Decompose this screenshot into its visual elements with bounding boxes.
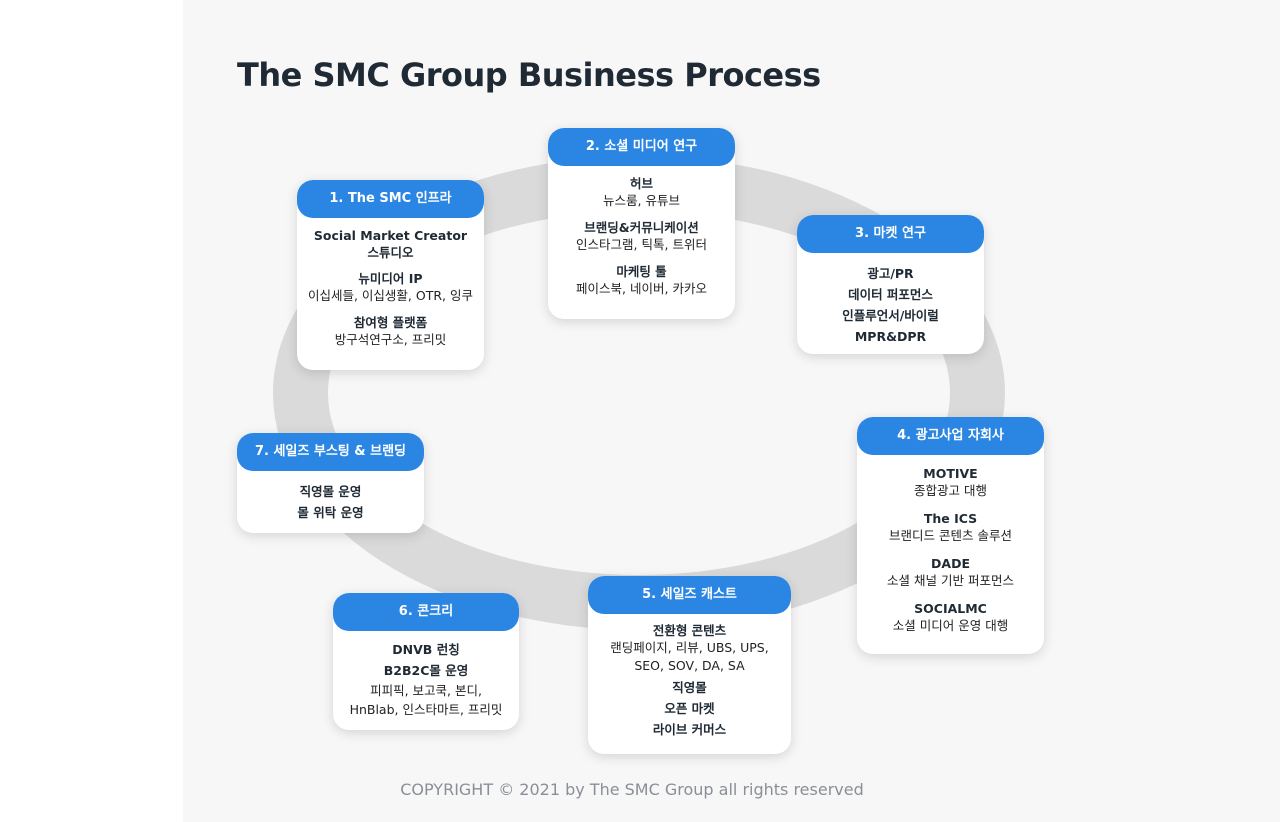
card-body: 직영몰 운영 몰 위탁 운영 — [237, 471, 424, 523]
entry-name: 참여형 플랫폼 — [353, 315, 428, 330]
entry-name: 허브 — [629, 176, 653, 191]
process-card-2-social-media: 2. 소셜 미디어 연구 허브 뉴스룸, 유튜브 브랜딩&커뮤니케이션 인스타그… — [548, 128, 735, 319]
entry-name: 라이브 커머스 — [652, 722, 727, 737]
card-header: 3. 마켓 연구 — [797, 215, 984, 253]
entry-desc: 뉴스룸, 유튜브 — [603, 193, 680, 208]
entry-desc: 소셜 채널 기반 퍼포먼스 — [887, 573, 1014, 588]
entry-name: DADE — [931, 556, 970, 571]
entry-desc: 인스타그램, 틱톡, 트위터 — [576, 237, 707, 252]
process-card-5-sales-cast: 5. 세일즈 캐스트 전환형 콘텐츠 랜딩페이지, 리뷰, UBS, UPS, … — [588, 576, 791, 754]
card-body: MOTIVE 종합광고 대행 The ICS 브랜디드 콘텐츠 솔루션 DADE… — [857, 455, 1044, 635]
card-entry: 브랜딩&커뮤니케이션 인스타그램, 틱톡, 트위터 — [548, 219, 735, 254]
card-header: 6. 콘크리 — [333, 593, 519, 631]
card-entry: 뉴미디어 IP 이십세들, 이십생활, OTR, 잉쿠 — [297, 270, 484, 305]
card-entry: Social Market Creator 스튜디오 — [297, 227, 484, 261]
entry-desc: 종합광고 대행 — [914, 483, 987, 498]
entry-desc: 스튜디오 — [367, 245, 414, 260]
card-entry: The ICS 브랜디드 콘텐츠 솔루션 — [857, 510, 1044, 545]
card-body: DNVB 런칭 B2B2C몰 운영 피피픽, 보고쿡, 본디, HnBlab, … — [333, 631, 519, 719]
card-body: Social Market Creator 스튜디오 뉴미디어 IP 이십세들,… — [297, 218, 484, 349]
entry-desc: 랜딩페이지, 리뷰, UBS, UPS, SEO, SOV, DA, SA — [610, 640, 769, 673]
card-entry: 허브 뉴스룸, 유튜브 — [548, 175, 735, 210]
entry-desc: 방구석연구소, 프리밋 — [334, 332, 447, 347]
card-header: 2. 소셜 미디어 연구 — [548, 128, 735, 166]
card-header: 7. 세일즈 부스팅 & 브랜딩 — [237, 433, 424, 471]
copyright-footer: COPYRIGHT © 2021 by The SMC Group all ri… — [400, 780, 864, 799]
entry-name: 전환형 콘텐츠 — [652, 623, 727, 638]
process-card-3-market-research: 3. 마켓 연구 광고/PR 데이터 퍼포먼스 인플루언서/바이럴 MPR&DP… — [797, 215, 984, 354]
entry-name: 오픈 마켓 — [664, 701, 715, 716]
entry-name: 브랜딩&커뮤니케이션 — [584, 220, 699, 235]
card-entry: SOCIALMC 소셜 미디어 운영 대행 — [857, 600, 1044, 635]
entry-name: B2B2C몰 운영 — [383, 663, 469, 678]
entry-name: 데이터 퍼포먼스 — [848, 287, 933, 302]
process-card-7-sales-boosting: 7. 세일즈 부스팅 & 브랜딩 직영몰 운영 몰 위탁 운영 — [237, 433, 424, 533]
card-entry: DADE 소셜 채널 기반 퍼포먼스 — [857, 555, 1044, 590]
card-entry: 마케팅 툴 페이스북, 네이버, 카카오 — [548, 263, 735, 298]
entry-name: 인플루언서/바이럴 — [842, 308, 939, 323]
entry-desc: 페이스북, 네이버, 카카오 — [576, 281, 707, 296]
card-entry: 전환형 콘텐츠 랜딩페이지, 리뷰, UBS, UPS, SEO, SOV, D… — [588, 622, 791, 675]
entry-name: 뉴미디어 IP — [358, 271, 423, 286]
entry-desc: 브랜디드 콘텐츠 솔루션 — [889, 528, 1012, 543]
card-body: 허브 뉴스룸, 유튜브 브랜딩&커뮤니케이션 인스타그램, 틱톡, 트위터 마케… — [548, 166, 735, 298]
entry-name: 직영몰 — [672, 680, 707, 695]
entry-desc: 피피픽, 보고쿡, 본디, HnBlab, 인스타마트, 프리밋 — [349, 683, 503, 717]
card-header: 5. 세일즈 캐스트 — [588, 576, 791, 614]
process-card-6-concrete: 6. 콘크리 DNVB 런칭 B2B2C몰 운영 피피픽, 보고쿡, 본디, H… — [333, 593, 519, 730]
entry-name: 직영몰 운영 — [299, 484, 362, 499]
process-card-4-ad-subsidiaries: 4. 광고사업 자회사 MOTIVE 종합광고 대행 The ICS 브랜디드 … — [857, 417, 1044, 654]
entry-name: 광고/PR — [867, 266, 914, 281]
entry-name: MPR&DPR — [854, 329, 927, 344]
entry-name: SOCIALMC — [914, 601, 987, 616]
entry-name: MOTIVE — [923, 466, 978, 481]
entry-desc: 이십세들, 이십생활, OTR, 잉쿠 — [307, 288, 473, 303]
entry-name: 마케팅 툴 — [616, 264, 667, 279]
entry-desc: 소셜 미디어 운영 대행 — [892, 618, 1009, 633]
entry-name: 몰 위탁 운영 — [297, 505, 364, 520]
entry-name: DNVB 런칭 — [392, 642, 460, 657]
entry-name: Social Market Creator — [313, 228, 468, 243]
entry-name: The ICS — [923, 511, 978, 526]
card-entry: MOTIVE 종합광고 대행 — [857, 465, 1044, 500]
process-card-1-infra: 1. The SMC 인프라 Social Market Creator 스튜디… — [297, 180, 484, 370]
card-entry: 참여형 플랫폼 방구석연구소, 프리밋 — [297, 314, 484, 349]
card-header: 4. 광고사업 자회사 — [857, 417, 1044, 455]
card-body: 광고/PR 데이터 퍼포먼스 인플루언서/바이럴 MPR&DPR — [797, 253, 984, 347]
page-title: The SMC Group Business Process — [237, 56, 821, 94]
card-header: 1. The SMC 인프라 — [297, 180, 484, 218]
card-body: 전환형 콘텐츠 랜딩페이지, 리뷰, UBS, UPS, SEO, SOV, D… — [588, 614, 791, 740]
